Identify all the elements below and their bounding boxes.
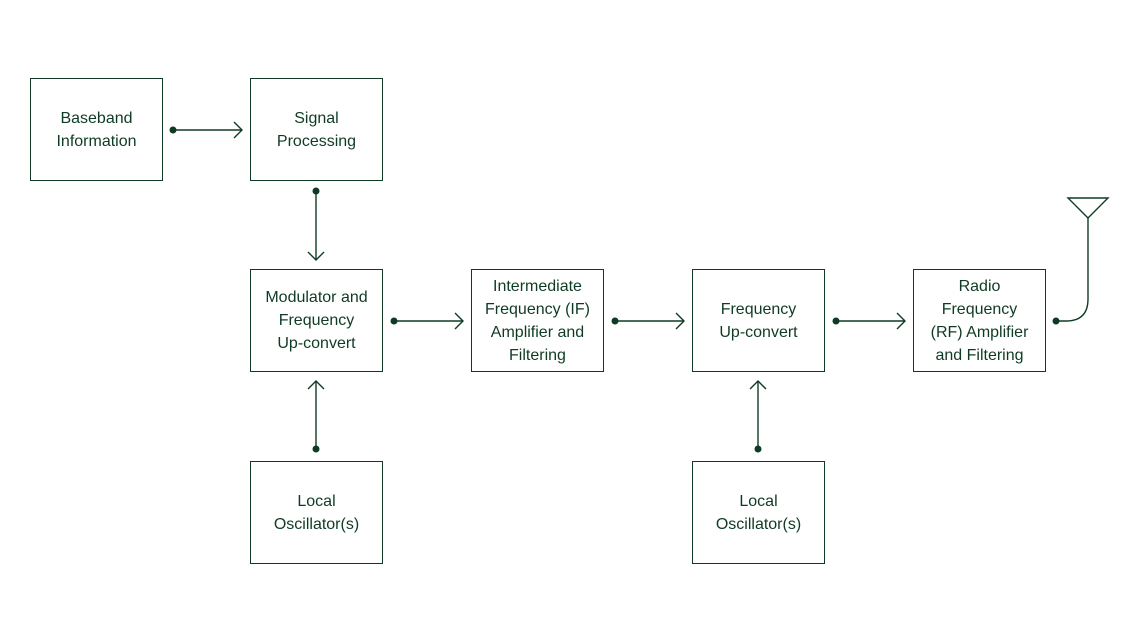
arrow-local-oscillator-2-to-frequency-upconvert	[749, 380, 767, 453]
arrow-if-to-frequency-upconvert	[611, 312, 685, 330]
arrow-local-oscillator-1-to-modulator	[307, 380, 325, 453]
arrow-baseband-to-signal-processing	[169, 121, 243, 139]
arrow-frequency-upconvert-to-rf	[832, 312, 906, 330]
antenna-icon	[1066, 197, 1110, 219]
arrow-signal-processing-to-modulator	[307, 187, 325, 261]
line-rf-to-antenna	[1052, 218, 1089, 325]
arrow-modulator-to-if	[390, 312, 464, 330]
